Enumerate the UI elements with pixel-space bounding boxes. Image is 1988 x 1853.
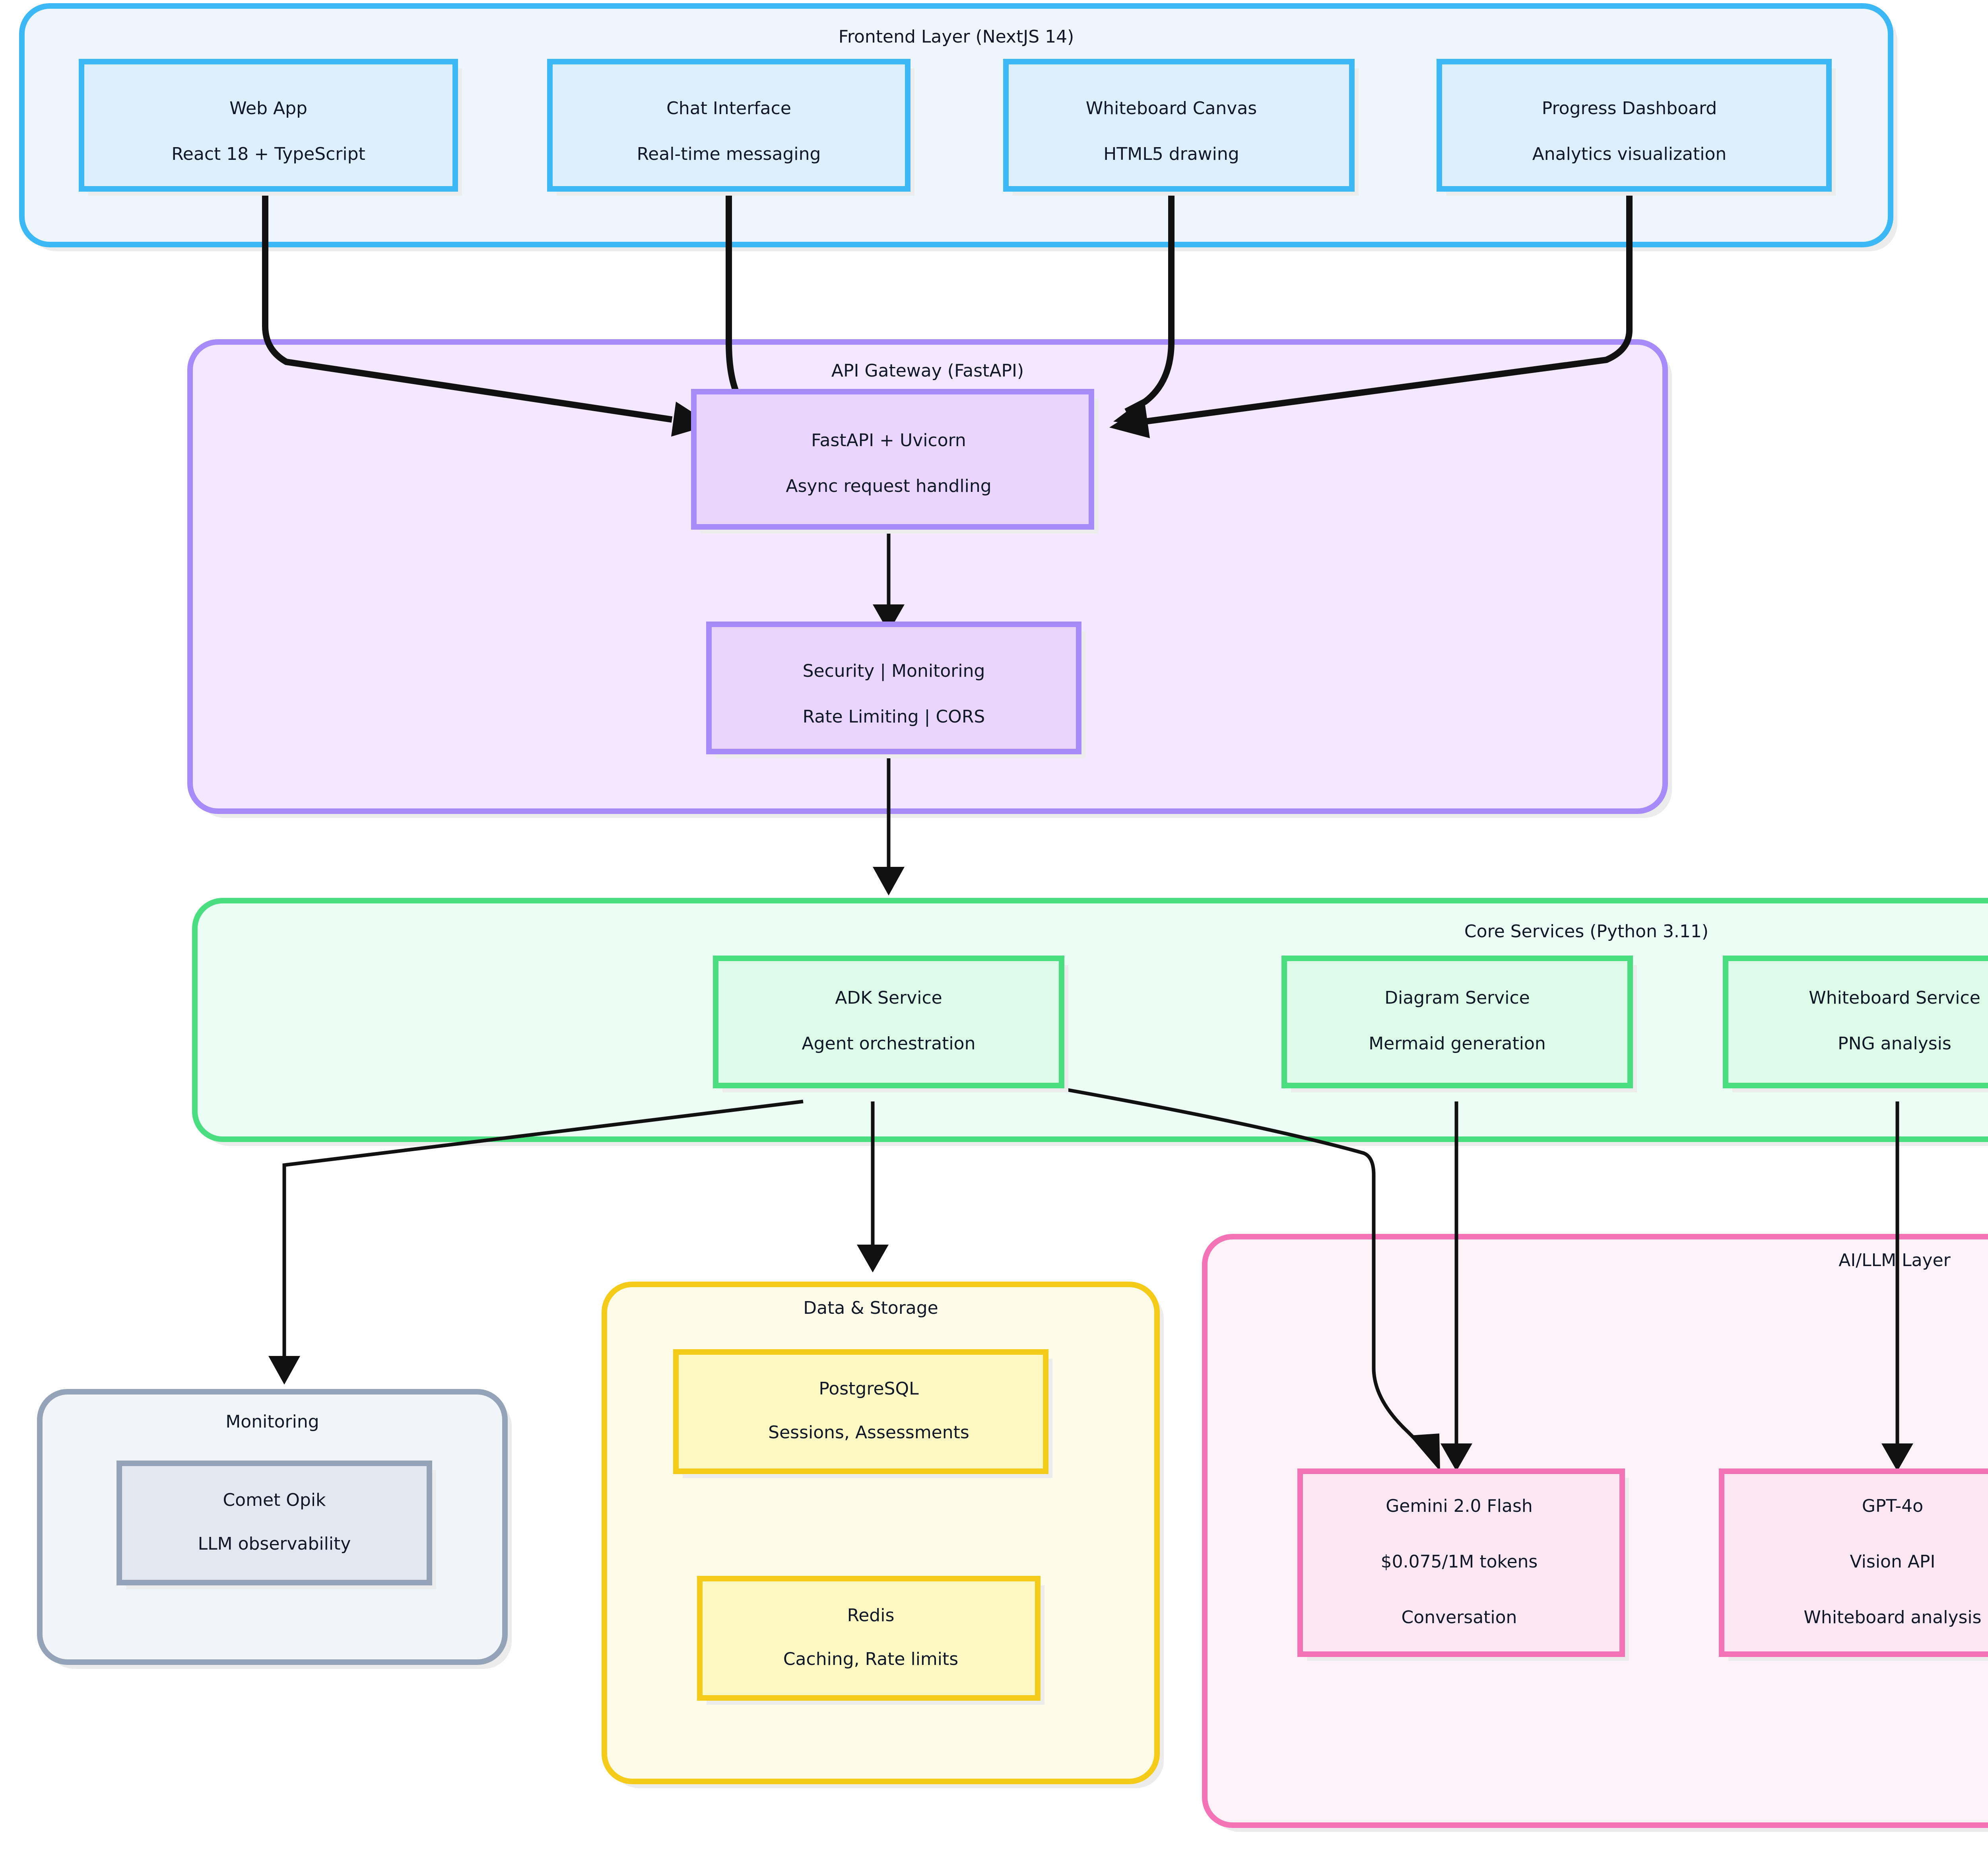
node-postgresql-line2: Sessions, Assessments [768,1422,969,1443]
edge-adk-to-gemini [1065,1088,1440,1471]
node-middleware-line2: Rate Limiting | CORS [803,707,985,727]
node-whiteboard-canvas-line2: HTML5 drawing [1103,144,1239,164]
node-whiteboard-service[interactable]: Whiteboard Service PNG analysis [1723,956,1988,1092]
node-diagram-line2: Mermaid generation [1369,1033,1546,1054]
node-gemini-line2: $0.075/1M tokens [1381,1552,1538,1572]
node-adk-service[interactable]: ADK Service Agent orchestration [713,956,1068,1092]
node-comet-opik-line2: LLM observability [198,1534,351,1554]
node-whiteboard-canvas[interactable]: Whiteboard Canvas HTML5 drawing [1003,59,1359,196]
node-gpt4o[interactable]: GPT-4o Vision API Whiteboard analysis [1719,1468,1988,1661]
group-api-gateway [187,339,1672,818]
group-title-core: Core Services (Python 3.11) [1464,921,1708,942]
node-fastapi-line1: FastAPI + Uvicorn [811,430,966,451]
group-title-storage: Data & Storage [803,1298,938,1318]
group-title-gateway: API Gateway (FastAPI) [831,361,1024,381]
node-redis-line2: Caching, Rate limits [783,1649,958,1669]
edge-diagram-to-gemini [1441,1101,1472,1471]
node-whiteboard-service-line1: Whiteboard Service [1809,988,1980,1008]
node-progress-dashboard-line2: Analytics visualization [1532,144,1727,164]
node-web-app-line1: Web App [229,98,307,118]
node-gemini-line1: Gemini 2.0 Flash [1386,1496,1533,1516]
node-chat-interface-line2: Real-time messaging [637,144,821,164]
node-postgresql[interactable]: PostgreSQL Sessions, Assessments [673,1349,1052,1478]
group-frontend-layer [19,3,1897,251]
node-redis[interactable]: Redis Caching, Rate limits [697,1576,1044,1705]
node-middleware[interactable]: Security | Monitoring Rate Limiting | CO… [706,622,1085,758]
node-comet-opik[interactable]: Comet Opik LLM observability [116,1461,436,1589]
node-progress-dashboard[interactable]: Progress Dashboard Analytics visualizati… [1437,59,1836,196]
group-title-ai: AI/LLM Layer [1839,1250,1951,1270]
node-comet-opik-line1: Comet Opik [223,1490,326,1510]
node-gemini-flash[interactable]: Gemini 2.0 Flash $0.075/1M tokens Conver… [1297,1468,1629,1661]
node-gpt4o-line3: Whiteboard analysis [1804,1607,1981,1628]
node-diagram-line1: Diagram Service [1384,988,1530,1008]
edge-whiteboard-service-to-gpt4o [1881,1101,1913,1471]
edge-adk-to-postgresql [857,1101,889,1272]
node-fastapi-uvicorn[interactable]: FastAPI + Uvicorn Async request handling [691,389,1098,534]
node-gpt4o-line1: GPT-4o [1862,1496,1923,1516]
node-adk-line1: ADK Service [835,988,942,1008]
group-title-frontend: Frontend Layer (NextJS 14) [839,27,1074,47]
edge-dashboard-to-fastapi [1109,191,1633,438]
group-title-monitoring: Monitoring [225,1412,319,1432]
node-diagram-service[interactable]: Diagram Service Mermaid generation [1281,956,1637,1092]
edge-fastapi-to-middleware [873,533,905,632]
node-gemini-line3: Conversation [1402,1607,1517,1628]
node-chat-interface[interactable]: Chat Interface Real-time messaging [547,59,914,196]
node-adk-line2: Agent orchestration [802,1033,976,1054]
node-gpt4o-line2: Vision API [1850,1552,1936,1572]
node-fastapi-line2: Async request handling [786,476,991,496]
node-middleware-line1: Security | Monitoring [803,661,985,681]
edges [262,191,1913,1471]
node-web-app-line2: React 18 + TypeScript [171,144,365,164]
edge-middleware-to-core [873,752,905,895]
node-redis-line1: Redis [847,1605,895,1626]
node-whiteboard-canvas-line1: Whiteboard Canvas [1086,98,1257,118]
node-whiteboard-service-line2: PNG analysis [1838,1033,1951,1054]
node-web-app[interactable]: Web App React 18 + TypeScript [79,59,462,196]
node-progress-dashboard-line1: Progress Dashboard [1542,98,1717,118]
node-chat-interface-line1: Chat Interface [666,98,791,118]
edge-adk-to-comet [268,1099,804,1385]
group-core-services [192,898,1988,1146]
node-postgresql-line1: PostgreSQL [819,1379,919,1399]
